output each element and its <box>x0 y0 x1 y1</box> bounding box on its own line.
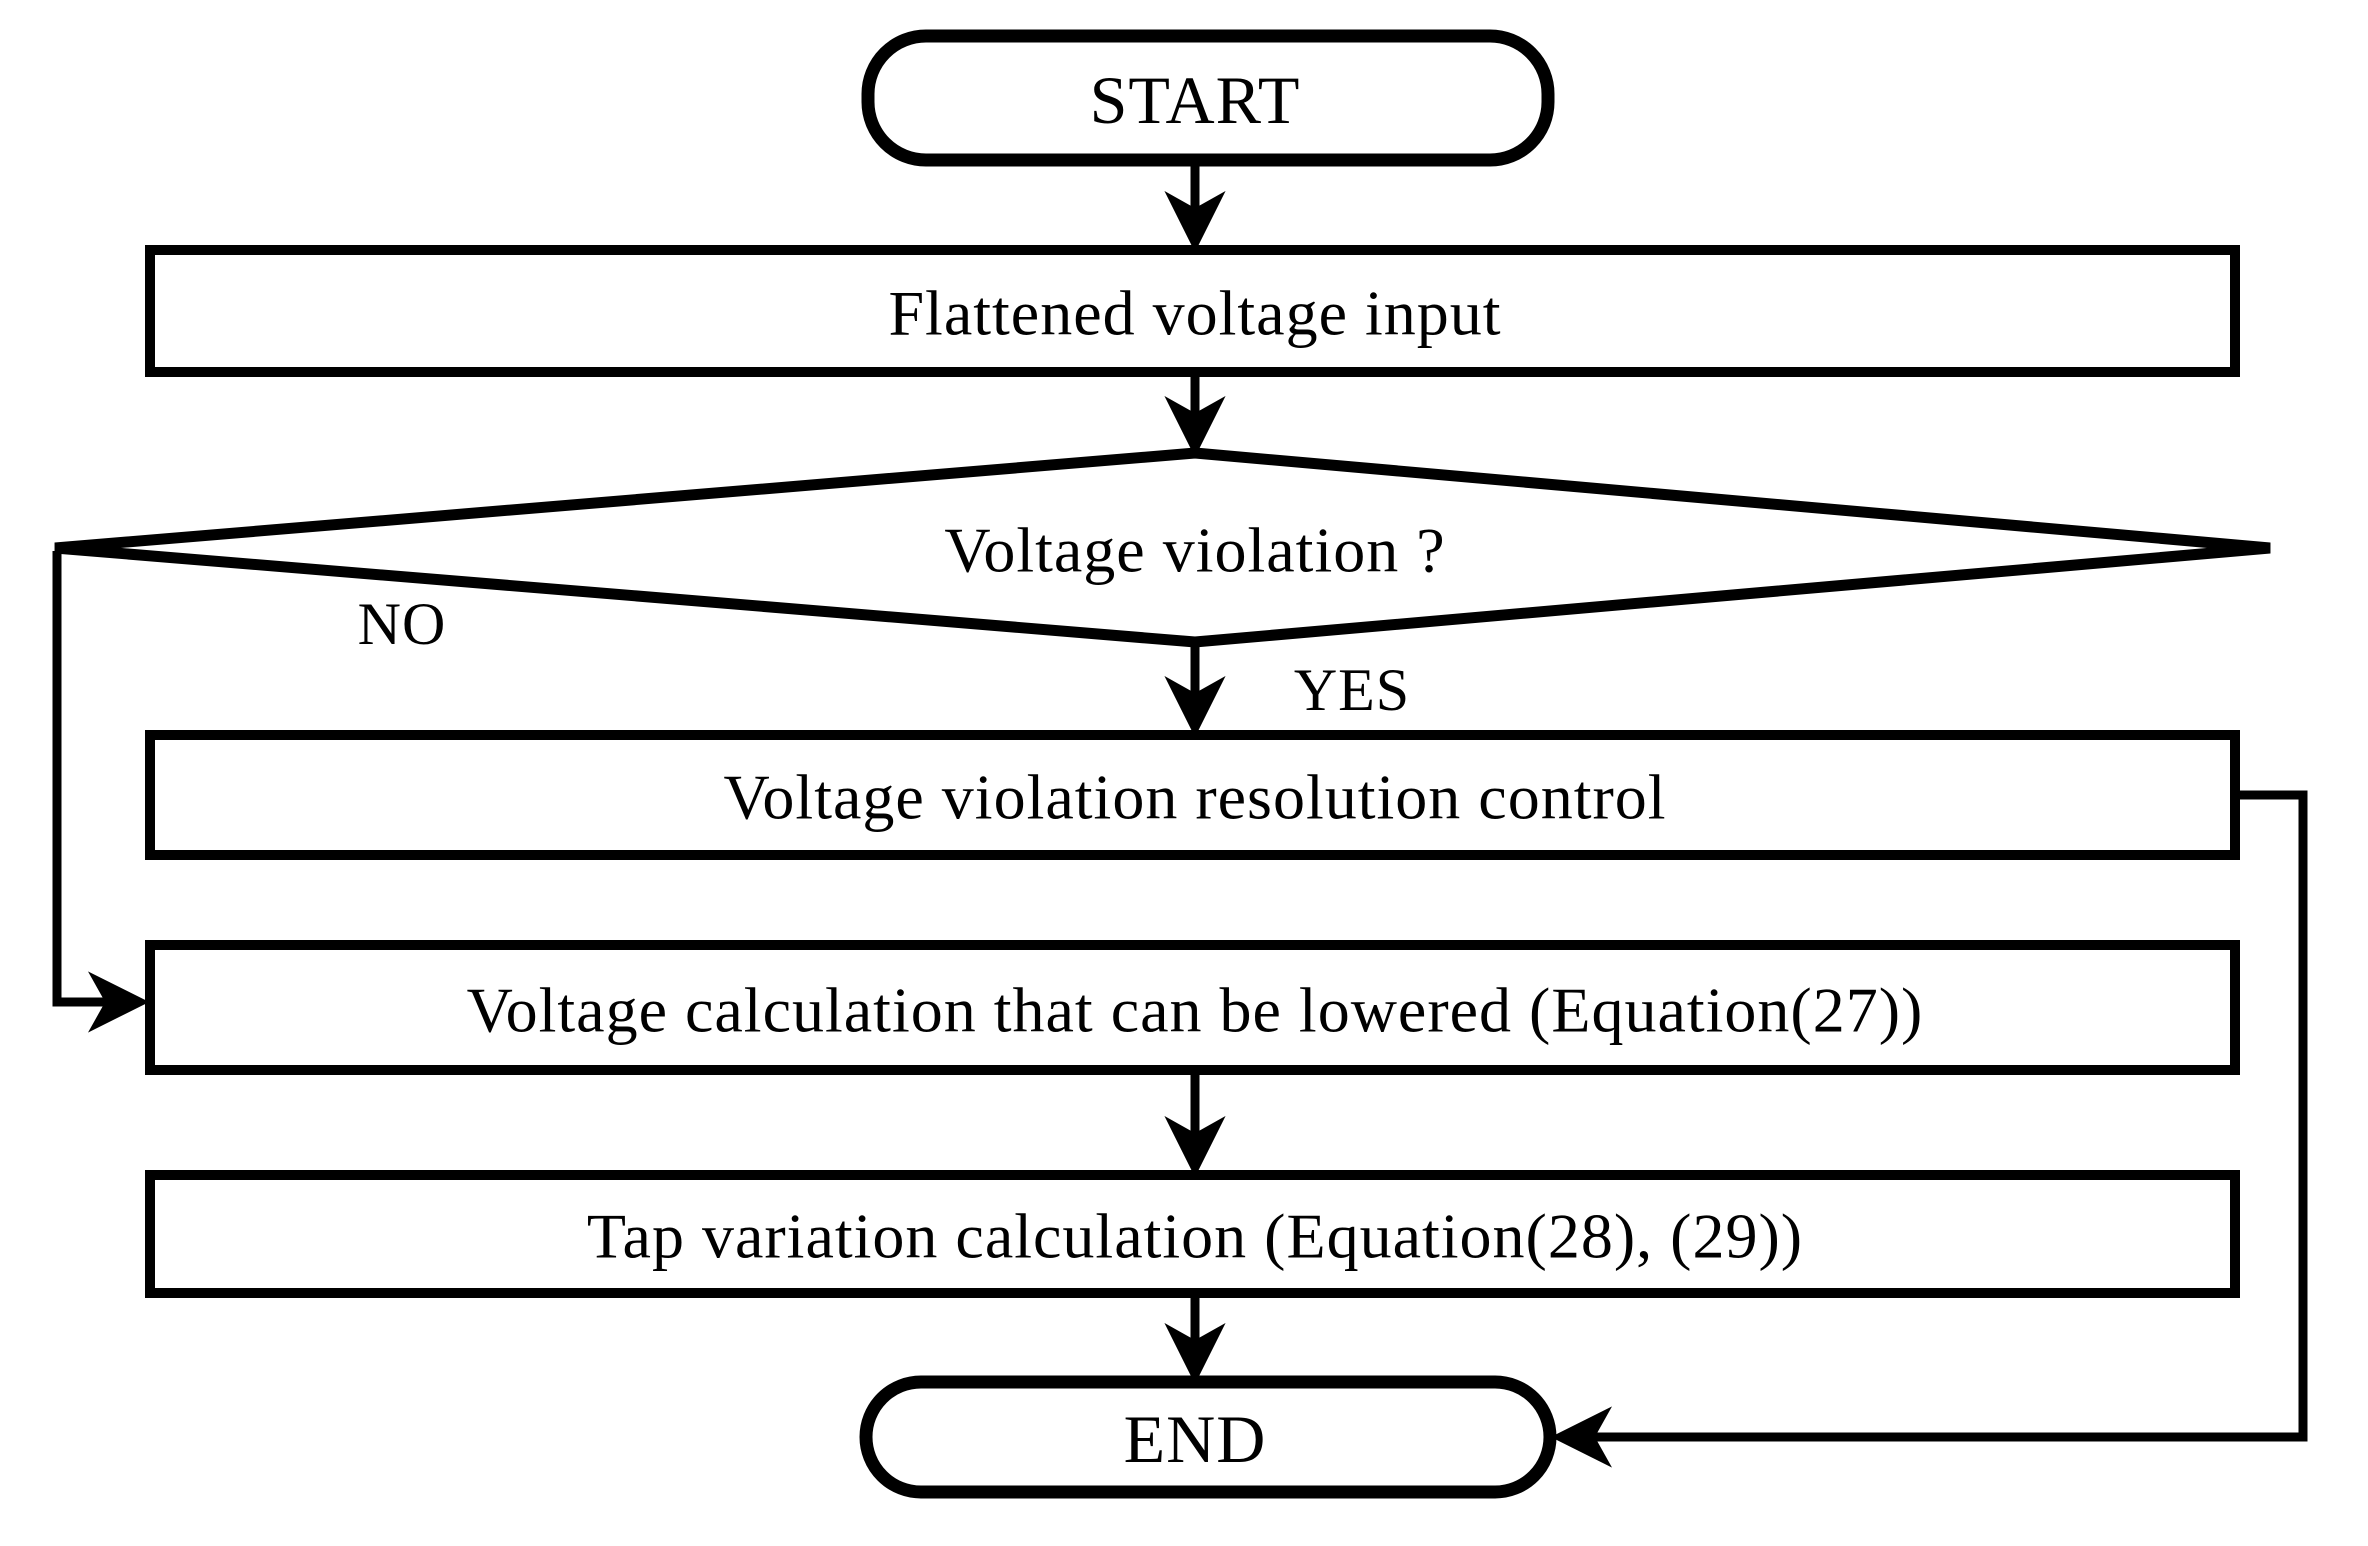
voltage-violation-decision <box>54 447 2271 648</box>
start-label: START <box>1090 62 1301 138</box>
tap-variation-label: Tap variation calculation (Equation(28),… <box>587 1201 1803 1272</box>
no-branch-label: NO <box>358 591 447 657</box>
end-terminator <box>859 1375 1557 1499</box>
resolution-control-box <box>145 730 2240 860</box>
end-label: END <box>1124 1401 1267 1477</box>
edge-decision-no-to-lowered-calc <box>52 551 150 1033</box>
flattened-voltage-input-label: Flattened voltage input <box>888 278 1501 349</box>
yes-branch-label: YES <box>1294 657 1410 723</box>
resolution-control-label: Voltage violation resolution control <box>723 762 1666 833</box>
voltage-violation-decision-label: Voltage violation ? <box>944 515 1445 586</box>
start-terminator <box>861 29 1555 167</box>
lowered-calculation-label: Voltage calculation that can be lowered … <box>467 975 1924 1046</box>
flattened-voltage-input-box <box>145 245 2240 377</box>
edge-resolution-to-end <box>1550 790 2308 1468</box>
lowered-calculation-box <box>145 940 2240 1075</box>
tap-variation-box <box>145 1170 2240 1298</box>
